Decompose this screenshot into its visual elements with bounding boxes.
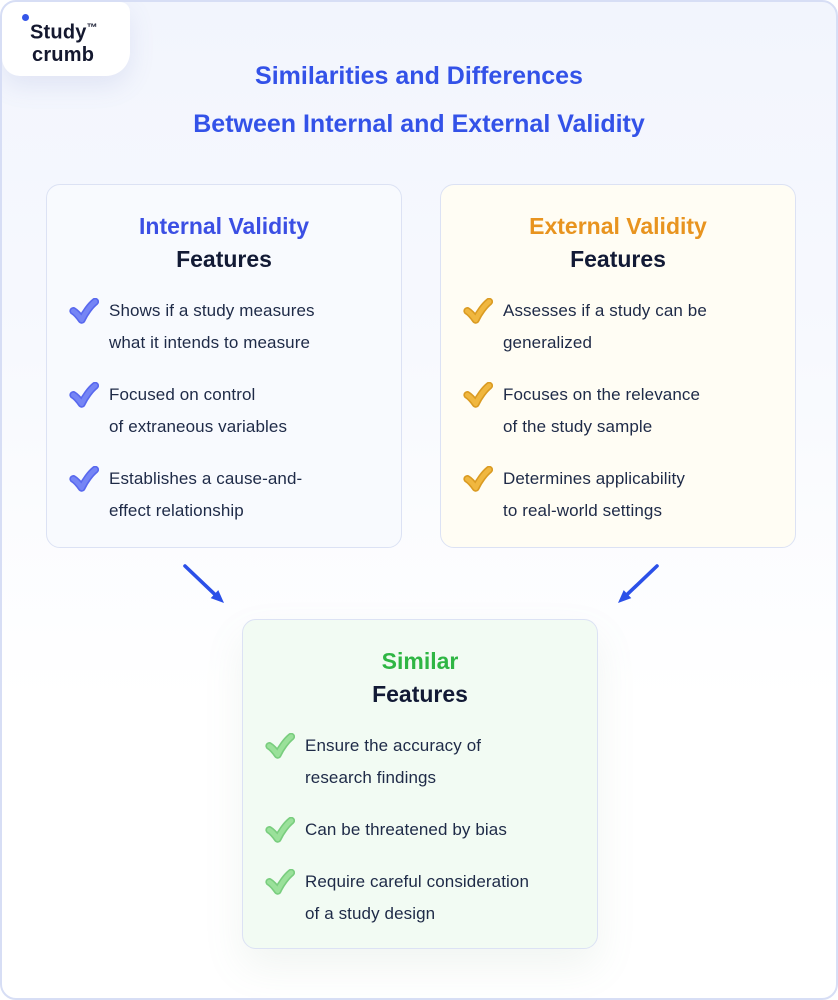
green-check-icon	[265, 817, 295, 843]
blue-check-icon	[69, 466, 99, 492]
list-item: Establishes a cause-and- effect relation…	[69, 463, 381, 527]
arrow-down-left-icon	[618, 564, 659, 603]
orange-check-icon	[463, 298, 493, 324]
list-item-text: Ensure the accuracy of research findings	[305, 736, 482, 787]
list-item-text: Focuses on the relevance of the study sa…	[503, 385, 701, 436]
similar-list: Ensure the accuracy of research findings…	[243, 730, 597, 930]
external-validity-card: External Validity Features Assesses if a…	[440, 184, 796, 548]
list-item-text: Determines applicability to real-world s…	[503, 469, 685, 520]
internal-validity-heading: Internal Validity	[139, 213, 309, 239]
logo-line2: crumb	[32, 43, 95, 66]
arrow-down-right-icon	[183, 564, 224, 603]
green-check-icon	[265, 869, 295, 895]
list-item: Focuses on the relevance of the study sa…	[463, 379, 775, 443]
green-check-icon	[265, 733, 295, 759]
similar-heading: Similar	[381, 648, 459, 674]
page-title-line2: Between Internal and External Validity	[193, 110, 645, 138]
list-item: Shows if a study measures what it intend…	[69, 295, 381, 359]
trademark-symbol: ™	[86, 22, 98, 34]
list-item: Can be threatened by bias	[265, 814, 577, 846]
external-validity-heading: External Validity	[529, 213, 707, 239]
orange-check-icon	[463, 382, 493, 408]
list-item-text: Can be threatened by bias	[305, 820, 507, 839]
list-item: Require careful consideration of a study…	[265, 866, 577, 930]
internal-validity-subheading: Features	[176, 246, 272, 272]
logo-line1: Study™	[30, 21, 98, 44]
list-item-text: Assesses if a study can be generalized	[503, 301, 707, 352]
internal-validity-list: Shows if a study measures what it intend…	[47, 295, 401, 527]
page-title: Similarities and Differences Between Int…	[2, 52, 836, 148]
list-item: Ensure the accuracy of research findings	[265, 730, 577, 794]
list-item-text: Establishes a cause-and- effect relation…	[109, 469, 303, 520]
studycrumb-logo: Study™ crumb	[2, 2, 130, 76]
list-item: Assesses if a study can be generalized	[463, 295, 775, 359]
blue-check-icon	[69, 298, 99, 324]
list-item: Determines applicability to real-world s…	[463, 463, 775, 527]
logo-text: Study™ crumb	[30, 17, 98, 66]
logo-dot-icon	[22, 14, 29, 21]
list-item-text: Require careful consideration of a study…	[305, 872, 530, 923]
list-item-text: Shows if a study measures what it intend…	[109, 301, 315, 352]
blue-check-icon	[69, 382, 99, 408]
similar-subheading: Features	[372, 681, 468, 707]
similar-features-card: Similar Features Ensure the accuracy of …	[242, 619, 598, 949]
external-validity-subheading: Features	[570, 246, 666, 272]
orange-check-icon	[463, 466, 493, 492]
list-item: Focused on control of extraneous variabl…	[69, 379, 381, 443]
page-title-line1: Similarities and Differences	[255, 62, 583, 90]
external-validity-list: Assesses if a study can be generalized F…	[441, 295, 795, 527]
internal-validity-card: Internal Validity Features Shows if a st…	[46, 184, 402, 548]
list-item-text: Focused on control of extraneous variabl…	[109, 385, 288, 436]
